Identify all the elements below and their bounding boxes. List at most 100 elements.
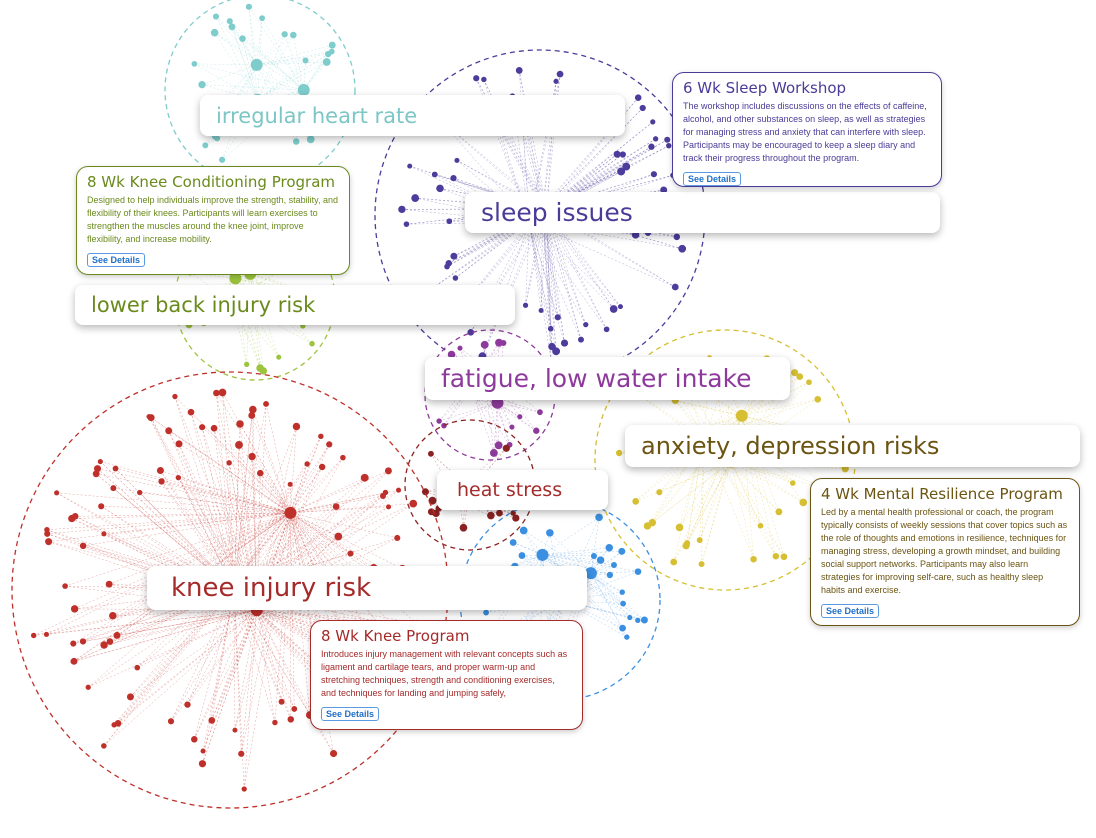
- edge: [214, 32, 257, 66]
- node: [656, 489, 663, 496]
- node: [249, 405, 257, 414]
- edge: [546, 166, 627, 209]
- cluster-label-sleep-issues[interactable]: sleep issues: [465, 192, 940, 233]
- node: [494, 441, 503, 450]
- edge: [440, 120, 547, 209]
- node: [70, 605, 79, 613]
- cluster-label-fatigue[interactable]: fatigue, low water intake: [425, 357, 790, 400]
- edge: [703, 376, 728, 439]
- node: [263, 401, 269, 407]
- edge: [202, 589, 235, 764]
- edge: [187, 589, 235, 705]
- edge: [652, 437, 705, 523]
- edge: [231, 26, 257, 66]
- see-details-button[interactable]: See Details: [821, 604, 880, 618]
- edge: [160, 470, 291, 514]
- node: [137, 489, 143, 496]
- edge: [72, 589, 235, 662]
- node: [329, 749, 338, 758]
- edge: [170, 512, 291, 722]
- node: [450, 175, 457, 182]
- node: [547, 325, 554, 332]
- node: [487, 511, 495, 520]
- see-details-button[interactable]: See Details: [683, 172, 742, 186]
- cluster-label-knee-injury-risk[interactable]: knee injury risk: [147, 566, 587, 610]
- node: [272, 719, 278, 726]
- node: [500, 340, 507, 346]
- node: [302, 57, 309, 64]
- edge: [542, 554, 638, 621]
- cluster-label-irregular-heart-rate[interactable]: irregular heart rate: [200, 95, 625, 136]
- edge: [260, 473, 291, 514]
- edge: [529, 221, 614, 310]
- edge: [117, 512, 291, 724]
- node: [624, 634, 630, 640]
- edge: [46, 529, 235, 591]
- edge: [525, 222, 530, 306]
- see-details-button[interactable]: See Details: [321, 707, 380, 721]
- edge: [139, 492, 291, 514]
- edge: [482, 209, 543, 357]
- node: [110, 485, 117, 492]
- node: [208, 716, 216, 724]
- edge: [103, 512, 291, 747]
- cluster-label-heat-stress[interactable]: heat stress: [437, 470, 608, 510]
- edge: [515, 572, 592, 661]
- edge: [233, 589, 322, 679]
- edge: [113, 487, 291, 514]
- edge: [741, 415, 832, 437]
- node: [775, 508, 783, 516]
- hub-node: [284, 506, 297, 519]
- edge: [257, 18, 263, 100]
- node: [245, 3, 253, 10]
- edge: [453, 208, 543, 257]
- node: [210, 424, 218, 432]
- node: [85, 684, 91, 690]
- edge: [109, 512, 291, 642]
- edge: [233, 470, 389, 591]
- edge: [148, 416, 235, 590]
- node: [156, 467, 164, 475]
- edge: [74, 512, 291, 610]
- hub-node: [250, 58, 263, 71]
- node: [175, 440, 183, 448]
- edge: [703, 437, 777, 557]
- edge: [493, 402, 498, 454]
- edge: [256, 609, 417, 624]
- program-card-sleep-workshop: 6 Wk Sleep Workshop The workshop include…: [672, 72, 942, 187]
- node: [522, 302, 529, 308]
- edge: [56, 492, 291, 514]
- edge: [284, 34, 304, 91]
- edge: [663, 366, 742, 416]
- node: [100, 641, 108, 649]
- node: [590, 553, 597, 560]
- cluster-label-lower-back-injury-risk[interactable]: lower back injury risk: [75, 285, 515, 325]
- node: [184, 701, 191, 708]
- edge: [561, 599, 627, 638]
- node: [660, 186, 668, 194]
- node: [510, 510, 516, 516]
- node: [226, 18, 233, 25]
- card-title: 8 Wk Knee Program: [321, 627, 470, 645]
- node: [191, 60, 198, 67]
- edge: [513, 542, 543, 556]
- node: [457, 345, 463, 351]
- edge: [257, 61, 327, 100]
- edge: [652, 461, 731, 523]
- edge: [590, 556, 595, 574]
- node: [334, 532, 343, 541]
- node: [232, 727, 238, 733]
- edge: [546, 107, 643, 209]
- card-description: Designed to help individuals improve the…: [87, 195, 338, 244]
- edge: [73, 610, 257, 644]
- edge: [239, 423, 291, 514]
- hub-node: [297, 84, 310, 97]
- edge: [233, 415, 253, 590]
- node: [97, 458, 103, 465]
- node: [436, 184, 444, 193]
- see-details-button[interactable]: See Details: [87, 253, 146, 267]
- node: [259, 367, 268, 375]
- edge: [274, 512, 291, 723]
- cluster-label-anxiety-depression[interactable]: anxiety, depression risks: [625, 425, 1080, 467]
- node: [459, 523, 468, 532]
